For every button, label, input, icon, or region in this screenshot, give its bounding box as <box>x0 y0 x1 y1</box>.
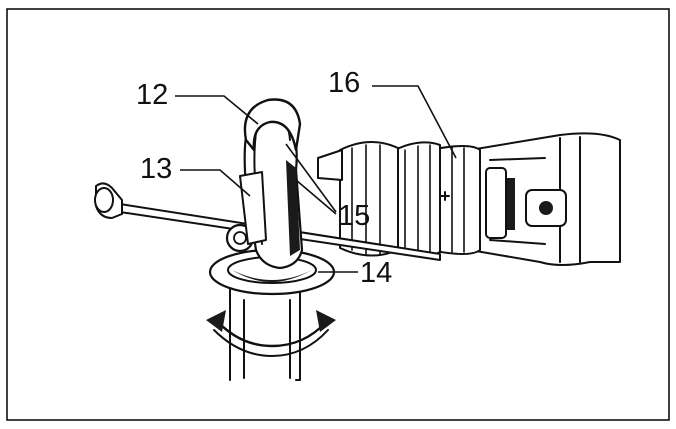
callout-14: 14 <box>318 257 392 289</box>
callout-label-12: 12 <box>136 79 168 111</box>
callout-12: 12 <box>136 79 259 125</box>
callout-label-16: 16 <box>328 67 360 99</box>
callout-16: 16 <box>328 67 457 159</box>
callout-label-13: 13 <box>140 153 172 185</box>
callout-13: 13 <box>140 153 251 197</box>
drill-body <box>469 132 621 266</box>
callout-label-15: 15 <box>338 200 370 232</box>
depth-rod-clamp-bolt <box>225 171 267 253</box>
callout-label-14: 14 <box>360 257 392 289</box>
side-handle-ring <box>243 98 302 152</box>
callout-15: 15 <box>285 143 370 232</box>
rotation-arrow <box>206 310 336 357</box>
